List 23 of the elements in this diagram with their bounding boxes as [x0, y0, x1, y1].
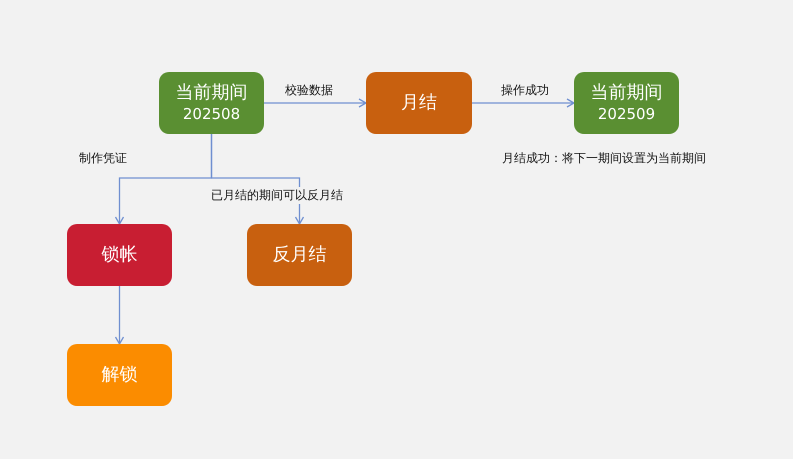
arrow: [264, 98, 367, 108]
edge-label: 校验数据: [284, 82, 334, 99]
edge-label: 已月结的期间可以反月结: [210, 187, 344, 204]
arrow: [472, 98, 575, 108]
process-box: [366, 72, 472, 134]
box-title: 反月结: [272, 244, 326, 266]
box-title: 解锁: [102, 364, 138, 386]
arrow: [114, 286, 124, 345]
box-title: 月结: [401, 92, 437, 114]
process-box: [574, 72, 679, 134]
period-number: 202509: [598, 104, 656, 124]
edge-label: 操作成功: [500, 82, 550, 99]
period-number: 202508: [182, 104, 240, 124]
note: 月结成功：将下一期间设置为当前期间: [501, 150, 707, 167]
box-title: 当前期间: [176, 82, 248, 104]
process-box: [67, 224, 172, 286]
process-box: [67, 344, 172, 406]
box-title: 锁帐: [102, 244, 138, 266]
box-title: 当前期间: [590, 82, 662, 104]
process-box: [247, 224, 352, 286]
arrow: [210, 134, 304, 225]
process-box: [159, 72, 264, 134]
edge-label: 制作凭证: [78, 150, 128, 167]
